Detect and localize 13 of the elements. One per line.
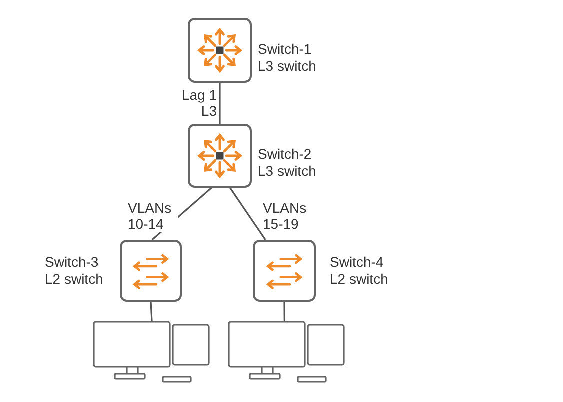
connection-line [219,83,221,124]
connection-line [284,302,286,321]
device-type: L2 switch [45,271,104,288]
device-type: L3 switch [258,163,316,180]
device-name: Switch-3 [45,254,99,271]
connection-line [150,302,153,322]
device-name: Switch-4 [330,254,384,271]
device-type: L2 switch [330,271,388,288]
edge-label: VLANs 10-14 [128,200,178,232]
device-name: Switch-2 [258,146,312,163]
device-type: L3 switch [258,58,316,75]
connection-line [230,188,266,240]
device-name: Switch-1 [258,41,312,58]
